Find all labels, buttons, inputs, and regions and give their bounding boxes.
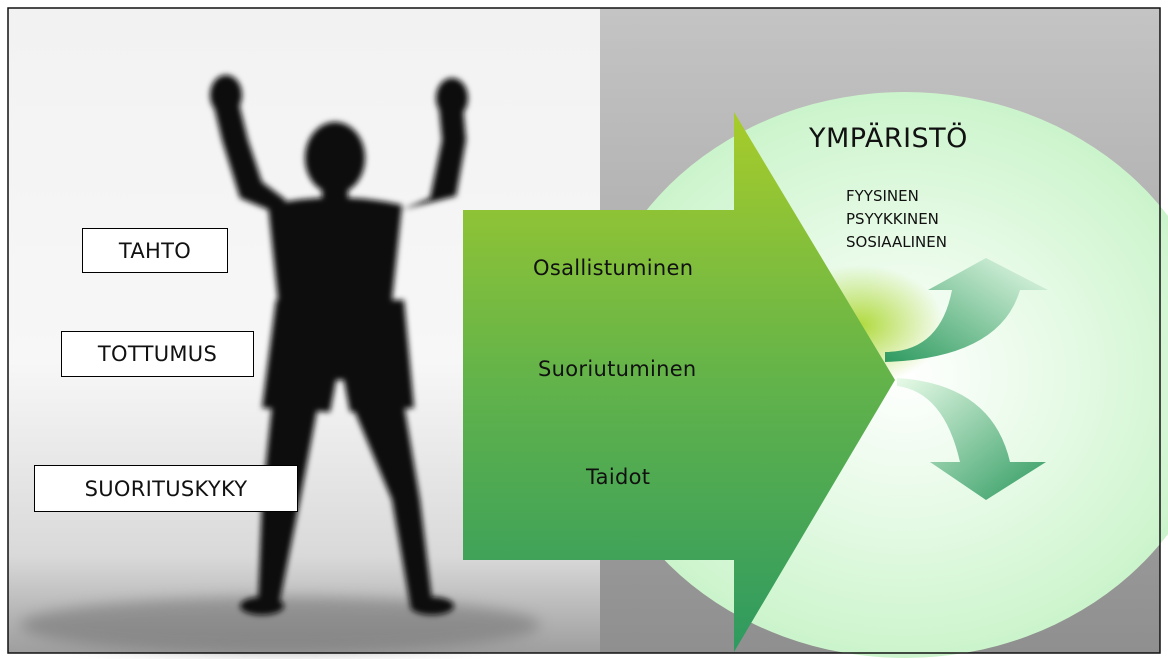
floor-shadow (20, 597, 540, 653)
curved-down-arrow (897, 378, 1046, 500)
curved-up-arrow (885, 258, 1048, 362)
environment-title: YMPÄRISTÖ (809, 123, 968, 154)
label-tahto: TAHTO (82, 228, 228, 273)
arrow-item-osallistuminen: Osallistuminen (533, 256, 694, 280)
environment-type-sosiaalinen: SOSIAALINEN (846, 233, 947, 251)
slide-frame (7, 7, 1161, 654)
label-suorituskyky: SUORITUSKYKY (34, 465, 298, 512)
arrow-item-suoriutuminen: Suoriutuminen (538, 357, 697, 381)
arrow-item-taidot: Taidot (586, 465, 651, 489)
person-silhouette (210, 75, 468, 615)
label-tottumus: TOTTUMUS (61, 331, 254, 377)
main-arrow (463, 112, 895, 652)
environment-type-psyykkinen: PSYYKKINEN (846, 210, 939, 228)
environment-type-fyysinen: FYYSINEN (846, 187, 919, 205)
